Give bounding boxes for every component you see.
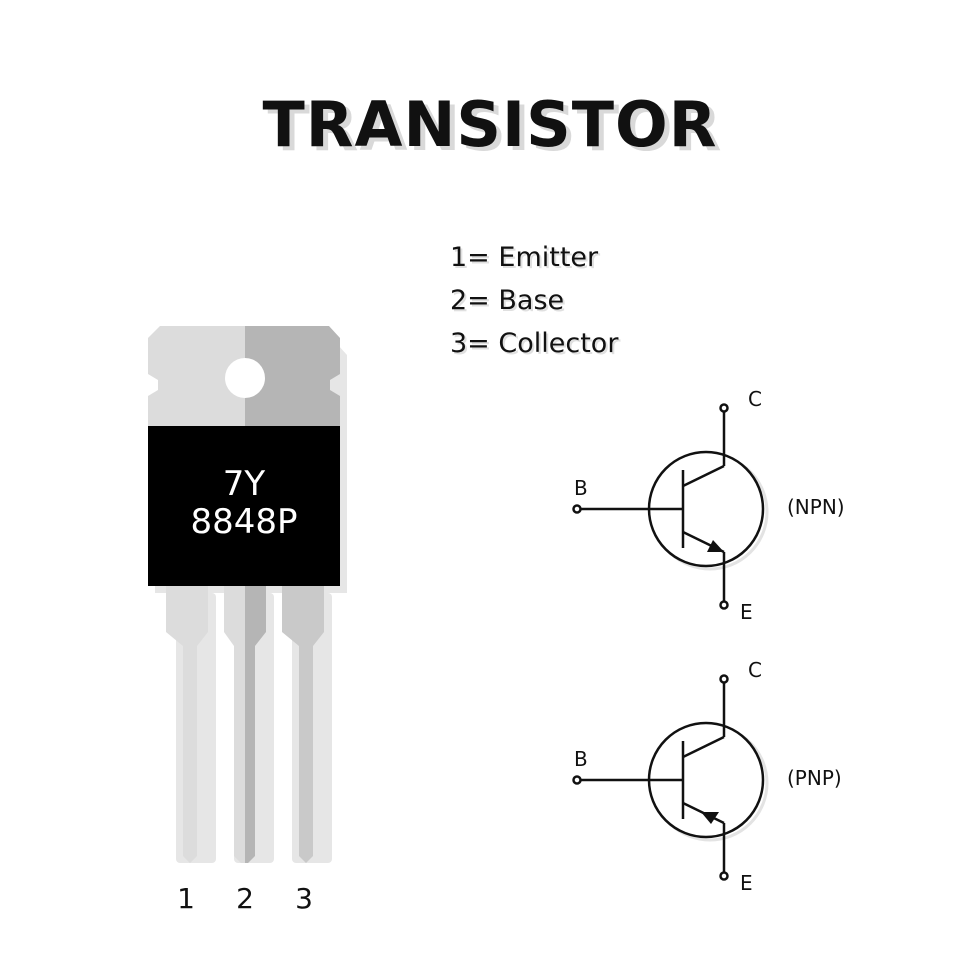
pin-label-1: 1	[177, 882, 195, 915]
npn-type-label: (NPN)	[787, 495, 845, 519]
pnp-type-label: (PNP)	[787, 766, 842, 790]
npn-symbol	[572, 403, 769, 610]
mounting-hole	[225, 358, 265, 398]
lead-2	[224, 586, 266, 863]
package-body	[148, 426, 340, 586]
npn-collector-label: C	[748, 387, 762, 411]
pnp-emitter-label: E	[740, 871, 753, 895]
npn-emitter-label: E	[740, 600, 753, 624]
pin-label-2: 2	[236, 882, 254, 915]
marking-line-1: 7Y	[223, 464, 266, 504]
pnp-collector-label: C	[748, 658, 762, 682]
npn-emitter-arrow	[707, 540, 724, 552]
marking-line-2: 8848P	[190, 502, 297, 542]
pnp-symbol	[572, 674, 769, 881]
legend-collector: 3= Collector	[450, 328, 619, 359]
lead-1	[166, 586, 208, 863]
legend-emitter: 1= Emitter	[450, 242, 599, 273]
pnp-base-label: B	[574, 747, 588, 771]
page-title: TRANSISTOR	[262, 88, 718, 161]
lead-3	[282, 586, 324, 863]
pin-label-3: 3	[295, 882, 313, 915]
pnp-emitter-arrow	[701, 812, 719, 824]
npn-base-label: B	[574, 476, 588, 500]
heatsink-tab	[148, 326, 340, 428]
legend-base: 2= Base	[450, 285, 565, 316]
